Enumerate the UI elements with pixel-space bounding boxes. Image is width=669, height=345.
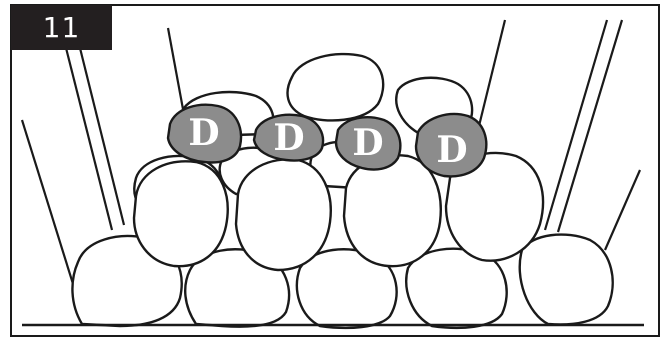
stone-mid-2 (236, 159, 331, 270)
left-pole-outer (64, 40, 112, 230)
step-number-badge: 11 (11, 5, 112, 50)
stone-mid-3 (344, 155, 441, 266)
marked-stone-1-label: D (188, 112, 219, 154)
marked-stone-3-label: D (352, 122, 383, 164)
right-pole-outer (545, 20, 607, 230)
left-pole-back (168, 28, 185, 120)
right-pole-far (605, 170, 640, 250)
left-pole-far (22, 120, 78, 300)
left-pole-inner (78, 40, 124, 225)
marked-stone-4-label: D (436, 129, 467, 171)
stone-mid-1 (134, 161, 228, 266)
stone-top-center (288, 54, 384, 120)
marked-stone-2-label: D (273, 117, 304, 159)
right-pole-inner (558, 20, 622, 232)
stone-bottom-5 (520, 235, 613, 325)
right-pole-back (478, 20, 505, 130)
